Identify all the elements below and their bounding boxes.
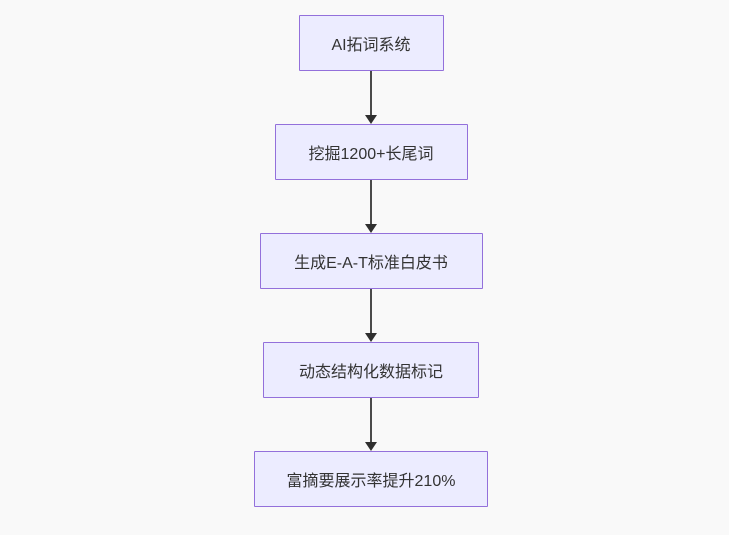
flow-node-eat-whitepaper: 生成E-A-T标准白皮书	[259, 233, 483, 289]
arrow-down-icon	[365, 442, 377, 451]
flow-node-ai-keyword-system: AI拓词系统	[298, 15, 444, 71]
edge-line	[370, 71, 372, 116]
flow-node-rich-snippet-result: 富摘要展示率提升210%	[254, 451, 488, 507]
flow-edge-2-3	[365, 180, 377, 233]
flow-node-label: AI拓词系统	[331, 37, 411, 54]
flow-node-label: 挖掘1200+长尾词	[308, 146, 434, 163]
flowchart: AI拓词系统 挖掘1200+长尾词 生成E-A-T标准白皮书 动态结构化数据标记…	[254, 15, 488, 507]
arrow-down-icon	[365, 224, 377, 233]
flow-node-label: 生成E-A-T标准白皮书	[294, 255, 448, 272]
arrow-down-icon	[365, 115, 377, 124]
flow-node-structured-data-markup: 动态结构化数据标记	[263, 342, 479, 398]
flow-edge-4-5	[365, 398, 377, 451]
edge-line	[370, 289, 372, 334]
edge-line	[370, 398, 372, 443]
flow-node-longtail-mining: 挖掘1200+长尾词	[274, 124, 468, 180]
flow-edge-1-2	[365, 71, 377, 124]
flow-node-label: 富摘要展示率提升210%	[286, 473, 456, 490]
edge-line	[370, 180, 372, 225]
flow-node-label: 动态结构化数据标记	[298, 364, 443, 381]
arrow-down-icon	[365, 333, 377, 342]
flow-edge-3-4	[365, 289, 377, 342]
